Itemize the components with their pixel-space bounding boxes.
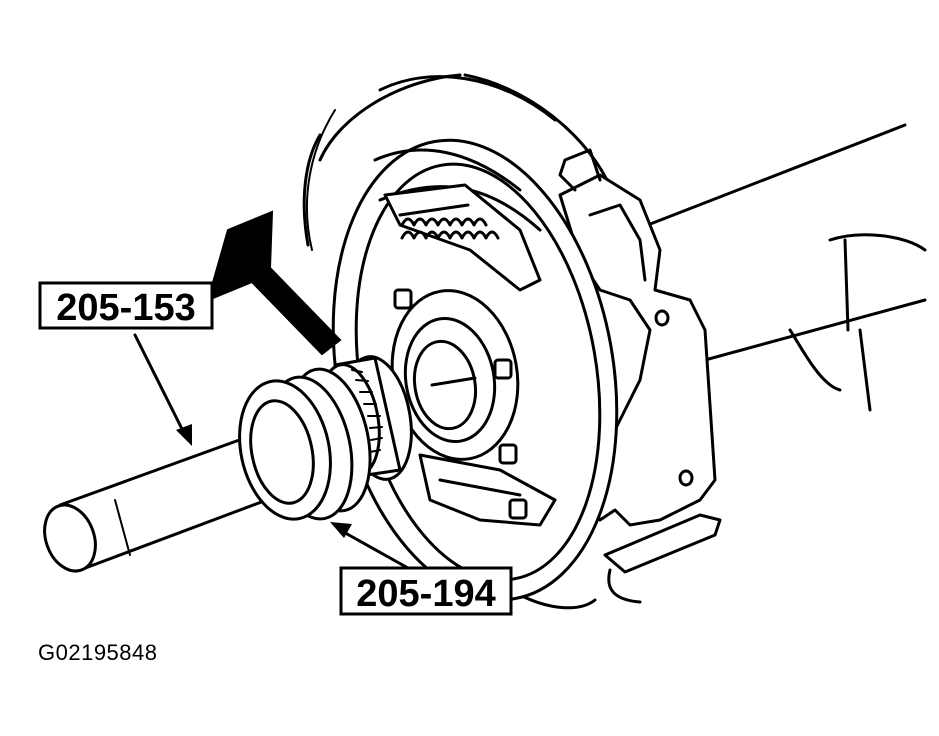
- driver-handle-205-153: [43, 367, 372, 573]
- return-spring: [400, 217, 500, 240]
- label-205-153: 205-153: [38, 281, 214, 330]
- steering-knuckle: [558, 148, 722, 604]
- brake-shoe-upper: [383, 183, 542, 292]
- figure-id: G02195848: [38, 640, 158, 665]
- leader-205-194: [330, 522, 410, 570]
- label-205-153-text: 205-153: [56, 287, 195, 329]
- label-205-194: 205-194: [339, 566, 513, 616]
- leader-205-153: [133, 333, 192, 446]
- label-205-194-text: 205-194: [356, 573, 495, 615]
- install-direction-arrow: [206, 210, 342, 356]
- wheel-stud: [393, 288, 528, 520]
